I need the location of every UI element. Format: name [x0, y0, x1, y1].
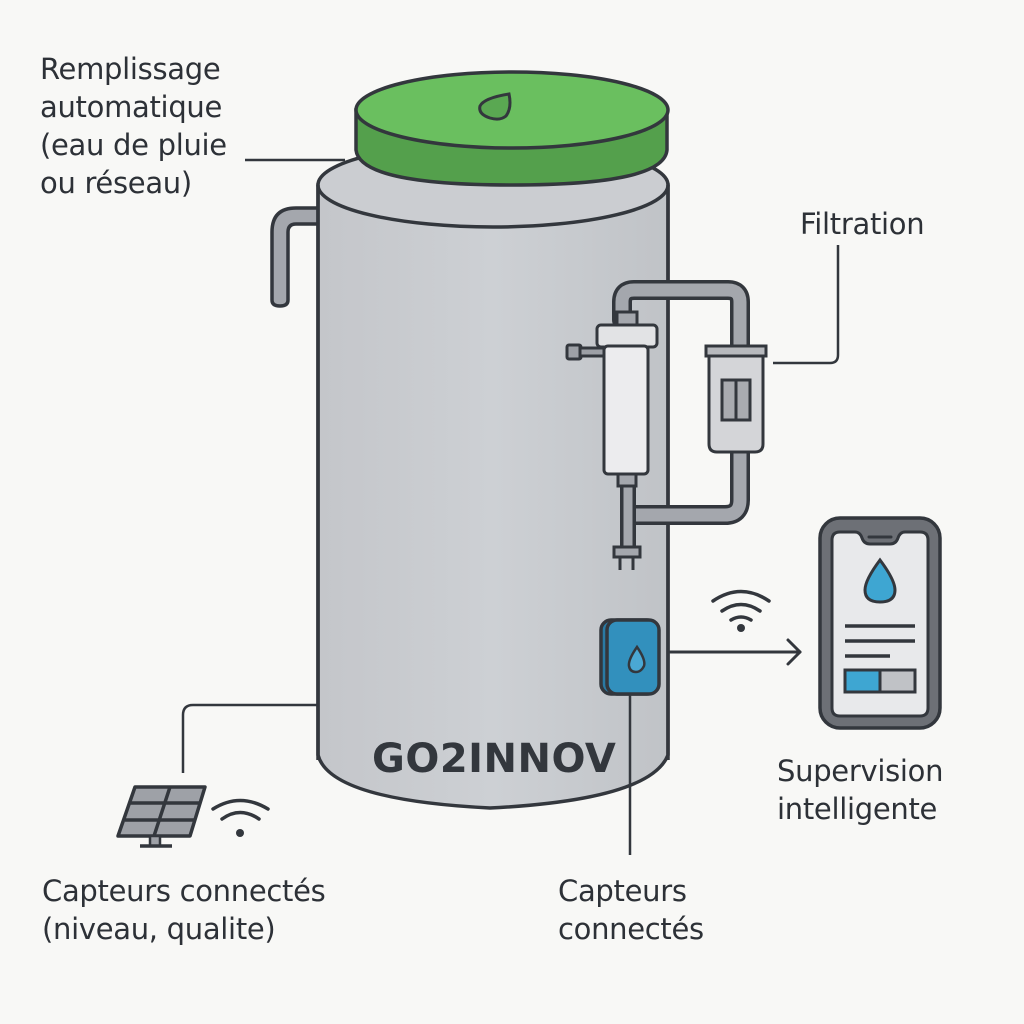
label-title: intelligente	[777, 792, 938, 826]
label-subtitle: ou réseau)	[40, 166, 192, 200]
label-subtitle: (eau de pluie	[40, 128, 227, 162]
label-title: Remplissage	[40, 52, 221, 86]
tank-lid	[354, 70, 670, 187]
solar-panel-icon	[116, 785, 207, 848]
leader-line-filtration	[773, 245, 840, 365]
filter-icon	[704, 344, 768, 454]
water-drop-icon	[863, 557, 897, 604]
arrow-right-icon	[668, 638, 802, 666]
label-subtitle: (niveau, qualite)	[42, 912, 276, 946]
label-title: Capteurs	[558, 874, 687, 908]
brand-logo: GO2INNOV	[372, 736, 616, 782]
label-title: Filtration	[800, 207, 925, 241]
label-smart-supervision: Supervision intelligente	[777, 752, 943, 828]
wifi-icon	[211, 798, 270, 837]
label-title: connectés	[558, 912, 704, 946]
label-connected-sensors-left: Capteurs connectés (niveau, qualite)	[42, 872, 326, 948]
label-title: Capteurs connectés	[42, 874, 326, 908]
filter-cartridge-icon	[565, 310, 659, 570]
filter-pipes	[612, 280, 750, 556]
water-drop-icon	[478, 92, 512, 121]
phone-progress-bar	[843, 668, 917, 694]
label-connected-sensors-right: Capteurs connectés	[558, 872, 704, 948]
leader-line-sensors-left	[181, 703, 318, 773]
label-automatic-filling: Remplissage automatique (eau de pluie ou…	[40, 50, 227, 202]
wifi-icon	[711, 589, 771, 632]
smartphone-icon	[818, 516, 942, 730]
label-title: Supervision	[777, 754, 944, 788]
label-title: automatique	[40, 90, 223, 124]
sensor-icon	[599, 618, 661, 696]
label-filtration: Filtration	[800, 205, 925, 243]
